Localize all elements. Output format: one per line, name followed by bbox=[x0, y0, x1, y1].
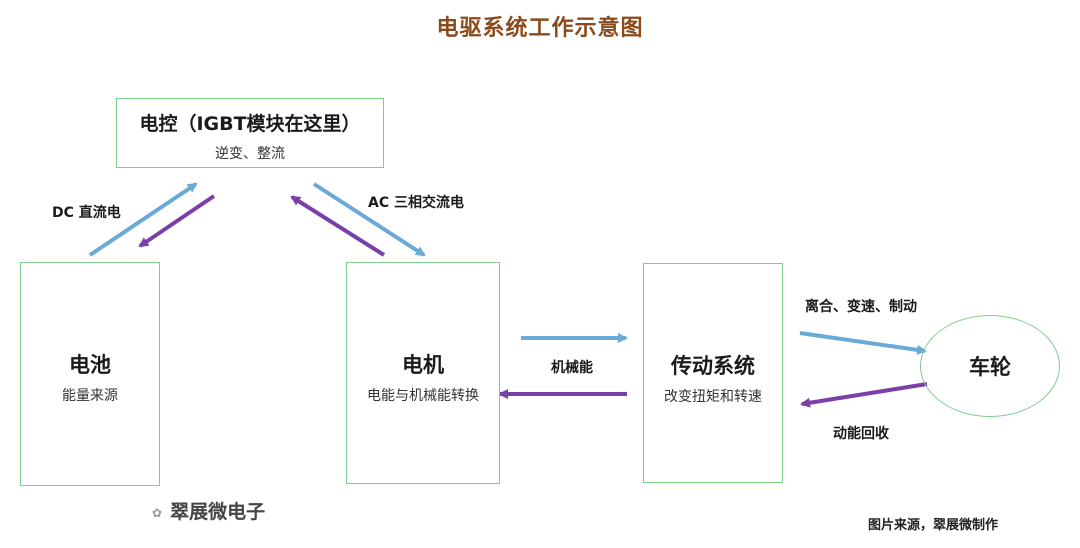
controller-box: 电控（IGBT模块在这里） 逆变、整流 bbox=[116, 98, 384, 168]
motor-sub: 电能与机械能转换 bbox=[367, 388, 479, 404]
transmission-box: 传动系统 改变扭矩和转速 bbox=[643, 263, 783, 483]
diagram-title: 电驱系统工作示意图 bbox=[436, 16, 644, 41]
battery-box: 电池 能量来源 bbox=[20, 262, 160, 486]
arrow-battery-to-controller bbox=[88, 182, 198, 257]
arrow-transmission-to-wheel bbox=[799, 331, 927, 355]
controller-sub: 逆变、整流 bbox=[215, 146, 285, 162]
label-dc: DC 直流电 bbox=[52, 205, 121, 221]
transmission-sub: 改变扭矩和转速 bbox=[664, 389, 762, 405]
label-regen: 动能回收 bbox=[833, 426, 889, 442]
wheel-node: 车轮 bbox=[920, 315, 1060, 417]
watermark-logo-icon: ✿ bbox=[152, 505, 163, 520]
watermark: ✿ 翠展微电子 bbox=[152, 497, 265, 524]
arrow-controller-to-battery bbox=[138, 194, 216, 248]
controller-name: 电控（IGBT模块在这里） bbox=[139, 113, 361, 135]
label-mechanical: 机械能 bbox=[551, 360, 593, 376]
watermark-text: 翠展微电子 bbox=[170, 501, 266, 523]
motor-name: 电机 bbox=[402, 353, 444, 377]
arrow-motor-to-controller bbox=[290, 195, 386, 257]
battery-name: 电池 bbox=[69, 353, 111, 377]
label-clutch: 离合、变速、制动 bbox=[805, 299, 917, 315]
wheel-name: 车轮 bbox=[969, 355, 1011, 379]
label-ac: AC 三相交流电 bbox=[368, 195, 464, 211]
battery-sub: 能量来源 bbox=[62, 388, 118, 404]
arrow-controller-to-motor bbox=[312, 182, 426, 257]
source-note: 图片来源，翠展微制作 bbox=[868, 518, 999, 533]
motor-box: 电机 电能与机械能转换 bbox=[346, 262, 500, 484]
arrow-wheel-to-transmission bbox=[800, 382, 928, 408]
transmission-name: 传动系统 bbox=[671, 354, 755, 378]
